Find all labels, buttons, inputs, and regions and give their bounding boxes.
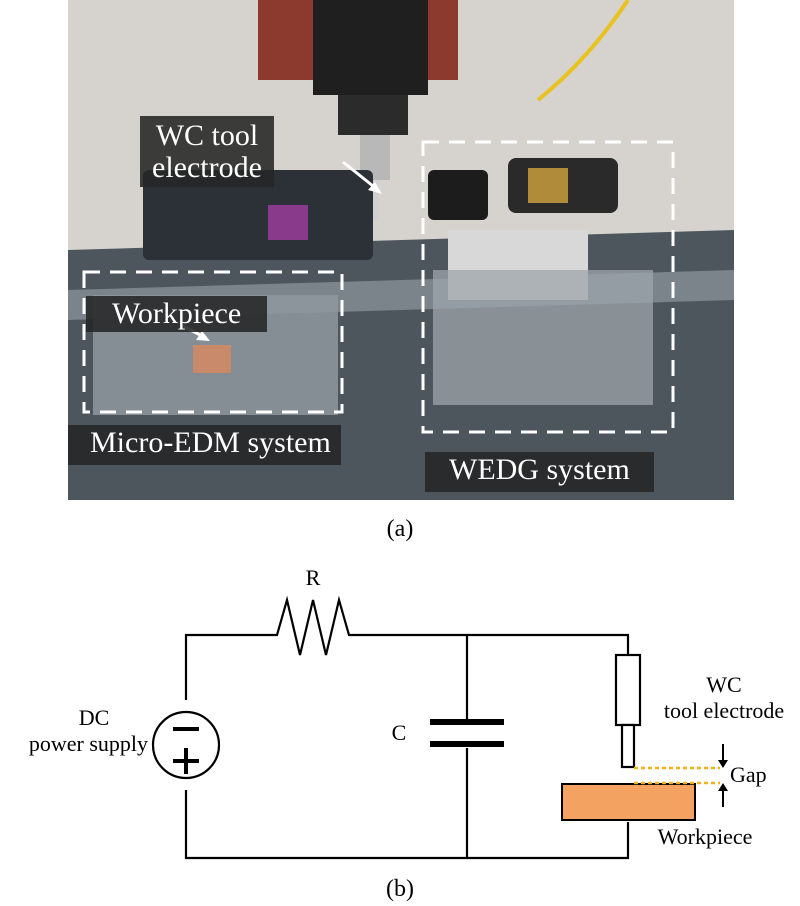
wc-tool-line1: WC tool <box>155 119 259 152</box>
resistor-label: R <box>305 565 321 590</box>
gap-arrow-down-head <box>718 760 728 768</box>
motor-label <box>268 205 308 240</box>
wedg-guide <box>428 170 488 220</box>
dc-line2: power supply <box>28 731 148 757</box>
wire-top-right <box>360 633 630 655</box>
plus-sign-v <box>184 748 188 774</box>
capacitor-label: C <box>391 720 407 745</box>
tool-tip <box>620 723 636 769</box>
wedg-system-label: WEDG system <box>425 452 654 492</box>
dc-power-supply-label: DC power supply <box>0 705 148 758</box>
micro-edm-system-label: Micro-EDM system <box>68 425 341 465</box>
dc-line1: DC <box>78 705 110 730</box>
dc-source-circle <box>151 710 221 780</box>
workpiece-diagram-label: Workpiece <box>657 824 753 849</box>
tool-electrode <box>371 180 379 220</box>
tool-arrow-head <box>368 182 382 194</box>
caption-b: (b) <box>386 876 414 902</box>
workpiece-block <box>561 783 696 821</box>
wedg-brass-coupling <box>528 168 568 203</box>
caption-a: (a) <box>386 516 414 542</box>
wc-tool-line2: electrode <box>152 150 262 184</box>
wc-line1: WC <box>706 672 742 697</box>
wire-bottom <box>184 790 630 860</box>
capacitor-plate-bottom <box>430 741 504 747</box>
setup-photograph: WC tool electrode Workpiece Micro-EDM sy… <box>68 0 734 500</box>
wedg-dashed-box <box>421 140 675 434</box>
capacitor-plate-top <box>430 719 504 725</box>
micro-edm-dashed-box <box>82 270 344 414</box>
gap-label: Gap <box>730 762 767 787</box>
wire-top-left <box>184 633 265 700</box>
workpiece-photo-label: Workpiece <box>86 296 268 332</box>
resistor-symbol <box>265 595 360 656</box>
circuit-diagram <box>151 595 728 860</box>
spindle-block <box>313 0 428 95</box>
yellow-cable <box>536 0 630 102</box>
motor-body <box>143 170 373 260</box>
gap-arrow-up-head <box>718 783 728 791</box>
wc-tool-electrode-diagram-label: WC tool electrode <box>648 672 800 725</box>
tool-holder <box>614 653 642 727</box>
workpiece-arrow-head <box>196 331 210 341</box>
minus-sign <box>173 727 199 731</box>
wc-line2: tool electrode <box>663 698 785 724</box>
spindle-collar <box>338 95 408 135</box>
workpiece-sample <box>193 345 231 373</box>
wedg-tank <box>433 270 653 405</box>
wc-tool-electrode-label: WC tool electrode <box>140 116 274 187</box>
